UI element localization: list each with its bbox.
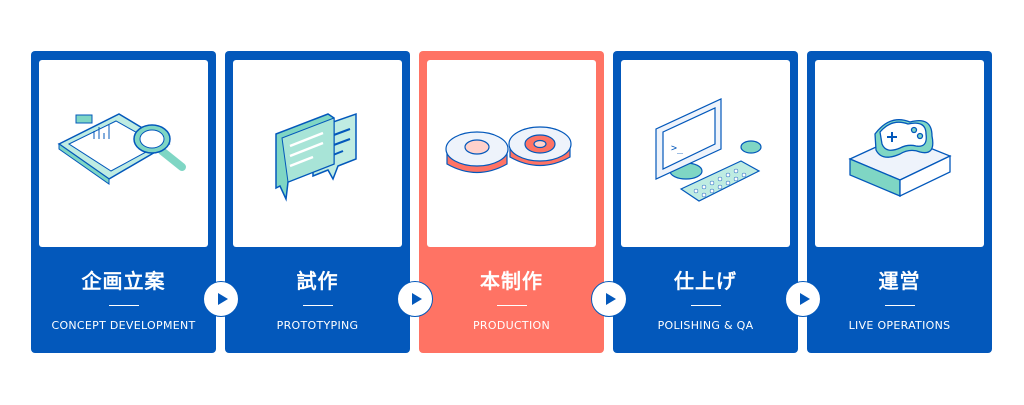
- computer-icon: >_: [654, 97, 762, 202]
- step-subtitle: PRODUCTION: [473, 319, 550, 332]
- step-subtitle: POLISHING & QA: [657, 319, 754, 332]
- step-title: 仕上げ: [674, 269, 737, 293]
- divider: [109, 305, 139, 306]
- next-arrow-icon: [591, 281, 627, 317]
- illustration-panel: [427, 60, 596, 247]
- step-subtitle: PROTOTYPING: [276, 319, 359, 332]
- speech-bubbles-icon: [274, 112, 357, 202]
- step-card-live-operations: 運営 LIVE OPERATIONS: [807, 51, 992, 353]
- divider: [497, 305, 527, 306]
- step-card-concept: 企画立案 CONCEPT DEVELOPMENT: [31, 51, 216, 353]
- illustration-panel: [233, 60, 402, 247]
- step-card-polishing: >_ 仕上げ POLISHING & QA: [613, 51, 798, 353]
- step-subtitle: LIVE OPERATIONS: [848, 319, 951, 332]
- step-title: 本制作: [480, 269, 543, 293]
- divider: [303, 305, 333, 306]
- step-title: 企画立案: [81, 269, 166, 293]
- monitor-prompt: >_: [671, 143, 684, 154]
- next-arrow-icon: [397, 281, 433, 317]
- gears-icon: [444, 125, 572, 173]
- step-card-production: 本制作 PRODUCTION: [419, 51, 604, 353]
- next-arrow-icon: [785, 281, 821, 317]
- divider: [885, 305, 915, 306]
- next-arrow-icon: [203, 281, 239, 317]
- game-console-icon: [847, 118, 952, 197]
- illustration-panel: >_: [621, 60, 790, 247]
- step-subtitle: CONCEPT DEVELOPMENT: [51, 319, 196, 332]
- step-title: 試作: [296, 269, 339, 293]
- divider: [691, 305, 721, 306]
- step-card-prototyping: 試作 PROTOTYPING: [225, 51, 410, 353]
- illustration-panel: [39, 60, 208, 247]
- clipboard-magnifier-icon: [57, 112, 186, 185]
- illustration-panel: [815, 60, 984, 247]
- step-title: 運営: [878, 269, 921, 293]
